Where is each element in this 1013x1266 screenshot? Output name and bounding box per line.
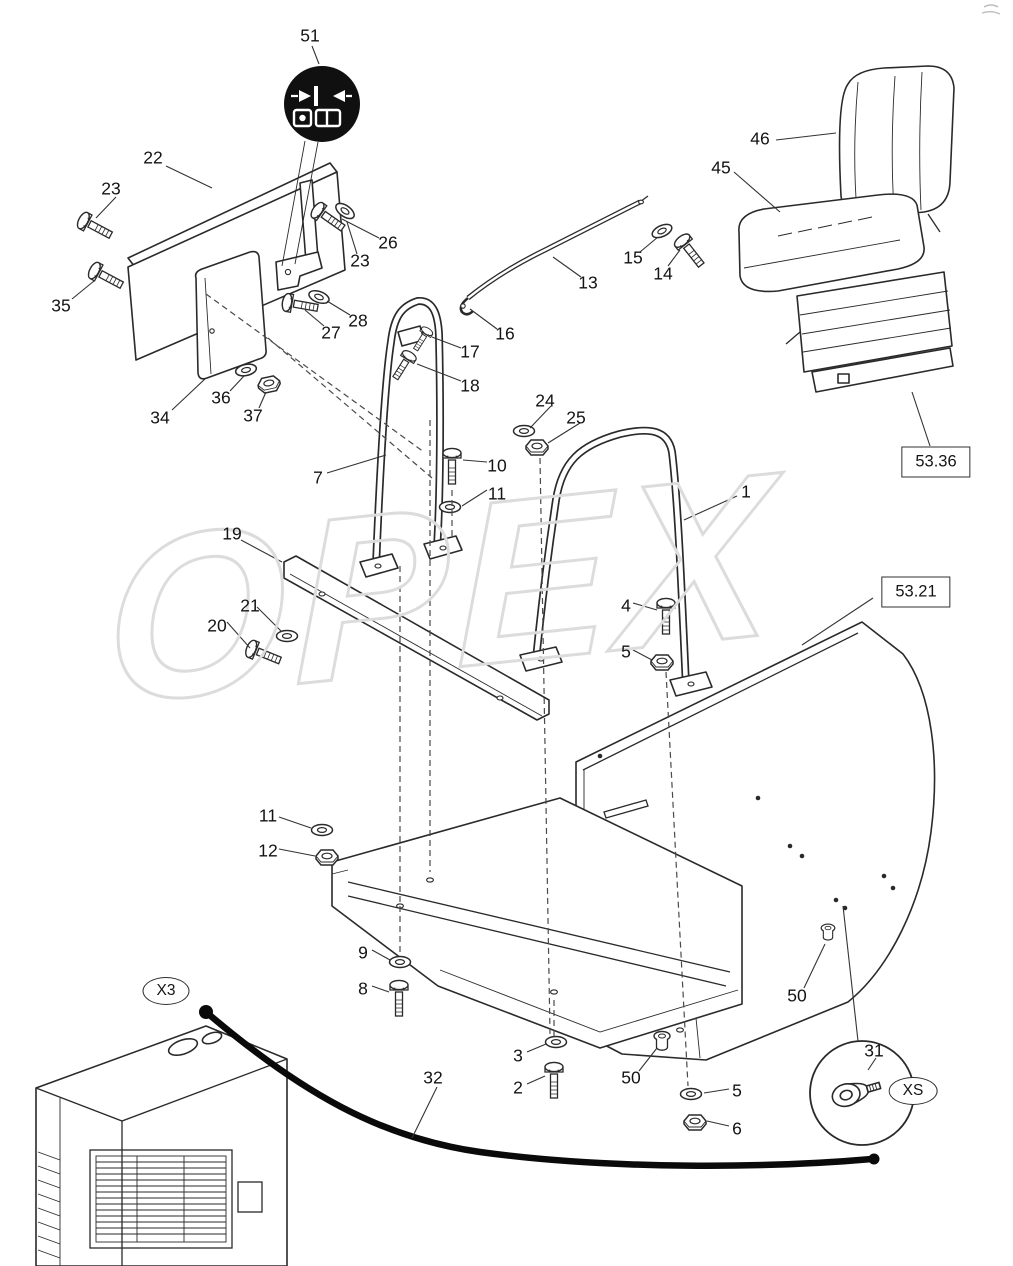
left-frame-hoop [359, 297, 463, 578]
knob-detail [809, 905, 915, 1146]
part-label-23b: 23 [350, 250, 370, 271]
part-label-36: 36 [211, 387, 231, 408]
bolt-23 [74, 209, 116, 244]
part-label-45: 45 [711, 157, 731, 178]
bolt-4 [656, 597, 676, 635]
part-label-2: 2 [513, 1077, 523, 1098]
ref-box-53-21: 53.21 [881, 576, 951, 608]
nut-12 [315, 849, 339, 866]
part-label-10: 10 [487, 455, 507, 476]
part-label-37: 37 [243, 405, 263, 426]
washer-11a [438, 500, 462, 514]
washer-11b [310, 823, 334, 837]
bolt-8 [389, 979, 409, 1017]
part-label-25: 25 [566, 407, 586, 428]
connector-x3: X3 [142, 977, 190, 1005]
bolt-20 [242, 638, 285, 670]
nut-6 [683, 1114, 707, 1131]
part-label-11a: 11 [487, 483, 507, 504]
corner-stamp [981, 4, 1001, 15]
seatbelt-buckle-icon [284, 66, 360, 142]
part-label-3: 3 [513, 1045, 523, 1066]
part-label-6: 6 [732, 1118, 742, 1139]
support-bracket [283, 555, 550, 721]
connector-xs: XS [888, 1077, 938, 1105]
right-frame-hoop [519, 426, 713, 697]
part-label-20: 20 [207, 615, 227, 636]
part-label-5a: 5 [621, 641, 631, 662]
part-label-26: 26 [378, 232, 398, 253]
nut-5a [650, 654, 674, 671]
part-label-18: 18 [460, 375, 480, 396]
bolt-35 [85, 259, 127, 294]
part-label-28: 28 [348, 310, 368, 331]
ref-box-53-36: 53.36 [901, 446, 971, 478]
part-label-34: 34 [150, 407, 170, 428]
part-label-9: 9 [358, 942, 368, 963]
nut-37 [256, 374, 283, 395]
bolt-14 [671, 230, 710, 272]
electrical-cabinet [35, 1025, 288, 1266]
seat-assembly [738, 65, 955, 447]
washer-21 [275, 629, 299, 643]
part-label-46: 46 [750, 128, 770, 149]
leader-lines [71, 45, 877, 1139]
part-label-15: 15 [623, 247, 643, 268]
part-label-1: 1 [741, 481, 751, 502]
part-label-8: 8 [358, 978, 368, 999]
part-label-27: 27 [321, 322, 341, 343]
part-label-17: 17 [460, 341, 480, 362]
part-label-12: 12 [258, 840, 278, 861]
part-label-4: 4 [621, 595, 631, 616]
part-label-14: 14 [653, 263, 673, 284]
tether-rod [459, 195, 649, 316]
part-label-50a: 50 [621, 1067, 641, 1088]
plug-50a [653, 1030, 671, 1051]
part-label-19: 19 [222, 523, 242, 544]
washer-9 [388, 955, 412, 969]
seat-switch-cable [199, 1005, 880, 1169]
part-label-24: 24 [535, 390, 555, 411]
bolt-2 [544, 1061, 564, 1099]
part-label-5b: 5 [732, 1080, 742, 1101]
washer-15 [649, 220, 675, 242]
part-label-21: 21 [240, 595, 260, 616]
part-label-7: 7 [313, 467, 323, 488]
washer-3 [544, 1035, 568, 1049]
plug-50b [820, 923, 836, 941]
part-label-13: 13 [578, 272, 598, 293]
part-label-32: 32 [423, 1067, 443, 1088]
mount-panel-assembly [127, 140, 346, 380]
part-label-16: 16 [495, 323, 515, 344]
part-label-35: 35 [51, 295, 71, 316]
alignment-guides [205, 293, 689, 1087]
part-label-23a: 23 [101, 178, 121, 199]
part-label-31: 31 [864, 1040, 884, 1061]
part-label-11b: 11 [258, 805, 278, 826]
part-label-51: 51 [300, 25, 320, 46]
part-label-50b: 50 [787, 985, 807, 1006]
bolt-10 [442, 447, 462, 485]
washer-5b [679, 1087, 703, 1101]
part-label-22: 22 [143, 147, 163, 168]
seat-base-assembly [331, 621, 936, 1061]
nut-25 [525, 439, 549, 456]
